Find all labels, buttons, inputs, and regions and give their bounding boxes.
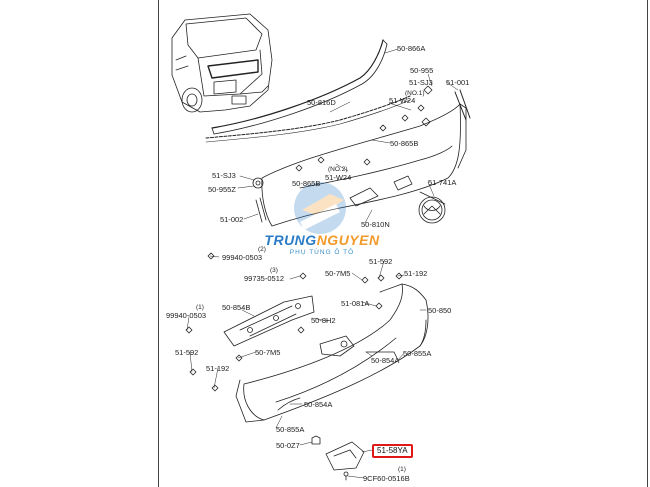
watermark-tagline: PHỤ TÙNG Ô TÔ [289,249,355,256]
label-51-SJ3-top: 51-SJ3 [409,78,433,87]
label-50-855A-a: 50-855A [403,349,432,358]
label-num3: (3) [270,267,278,274]
diagram-frame [158,0,648,487]
watermark: TRUNGNGUYEN PHỤ TÙNG Ô TÔ [247,232,397,256]
label-50-854B: 50-854B [222,303,251,312]
liftgate-garnish [261,103,461,227]
label-50-0Z7: 50-0Z7 [276,441,300,450]
label-50-865B-a: 50-865B [390,139,419,148]
label-50-855A-b: 50-855A [276,425,305,434]
label-9CF60-0516B: 9CF60-0516B [363,474,410,483]
label-51-741A: 51-741A [428,178,457,187]
bracket-854B [223,295,315,347]
label-51-192-a: 51-192 [404,269,428,278]
label-99940-0503-a: 99940-0503 [222,253,263,262]
camera-bracket-58YA [325,441,365,471]
label-50-955: 50-955 [410,66,434,75]
label-51-W24-a: 51-W24 [389,96,416,105]
label-51-192-b: 51-192 [206,364,230,373]
label-no2: (NO.2) [328,166,348,173]
vehicle-illustration [171,13,273,113]
spoiler-strip-866A [211,39,384,129]
watermark-brand: TRUNGNGUYEN [247,232,397,248]
highlighted-part-number[interactable]: 51-58YA [372,444,413,458]
label-51-W24-b: 51-W24 [325,173,352,182]
label-50-866A: 50-866A [397,44,426,53]
watermark-brand-part1: TRUNG [264,232,317,248]
trim-strip-816D [205,95,411,139]
label-num1-b: (1) [398,466,406,473]
label-51-081A: 51-081A [341,299,370,308]
label-no1-a: (NO.1) [405,90,425,97]
watermark-brand-part2: NGUYEN [316,232,380,248]
label-50-7M5-a: 50-7M5 [325,269,351,278]
label-50-854A-b: 50-854A [304,400,333,409]
label-51-SJ3-left: 51-SJ3 [212,171,236,180]
label-99940-0503-b: 99940-0503 [166,311,207,320]
label-50-810N: 50-810N [361,220,390,229]
label-50-955Z: 50-955Z [208,185,236,194]
label-50-8H2: 50-8H2 [311,316,336,325]
label-51-592-b: 51-592 [175,348,199,357]
label-99735-0512: 99735-0512 [244,274,285,283]
label-50-865B-b: 50-865B [292,179,321,188]
label-50-7M5-b: 50-7M5 [255,348,281,357]
label-50-850: 50-850 [428,306,452,315]
garnish-clips [252,85,433,189]
label-num1-a: (1) [196,304,204,311]
label-51-592-a: 51-592 [369,257,393,266]
watermark-logo [294,182,346,234]
label-50-854A-a: 50-854A [371,356,400,365]
rear-bumper-garnish [243,283,429,421]
label-51-001: 51-001 [446,78,470,87]
label-50-816D: 50-816D [307,98,336,107]
label-51-002: 51-002 [220,215,244,224]
label-num2: (2) [258,246,266,253]
emblem-741A [418,196,446,224]
